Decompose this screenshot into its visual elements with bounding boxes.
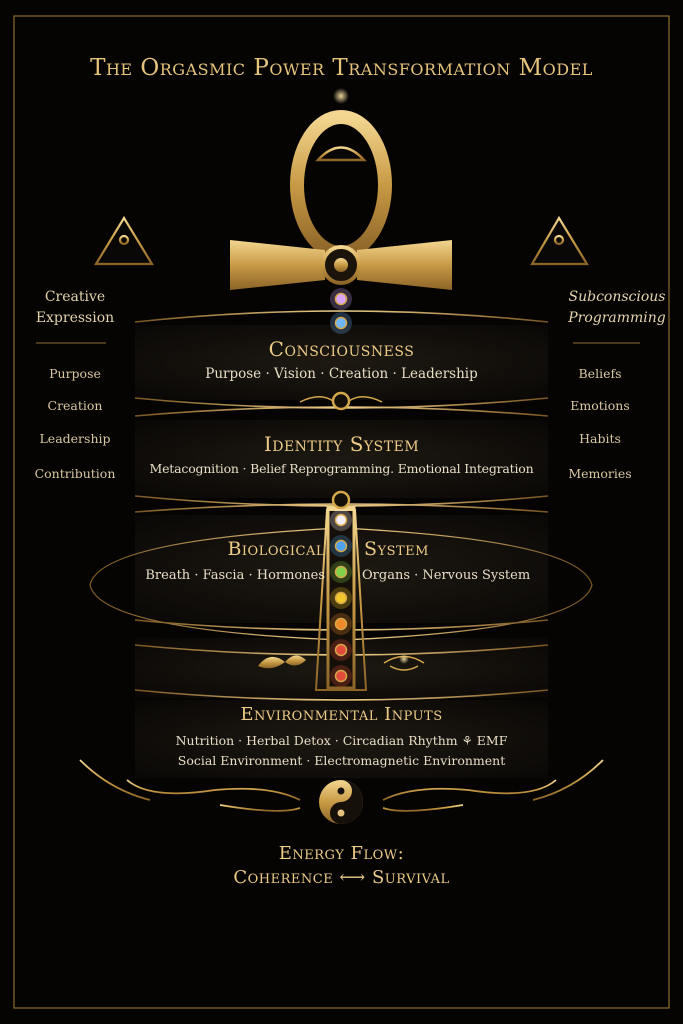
- biological-title-right: System: [364, 538, 429, 560]
- right-heading-line2: Programming: [568, 310, 666, 326]
- energy-flow-value: Coherence ⟷ Survival: [233, 867, 450, 888]
- left-item-creation: Creation: [47, 398, 103, 413]
- identity-title: Identity System: [263, 432, 420, 456]
- environmental-line2: Social Environment · Electromagnetic Env…: [177, 753, 506, 768]
- page-title: The Orgasmic Power Transformation Model: [90, 55, 593, 81]
- bottom-flourish: [79, 759, 604, 812]
- left-column-heading: Creative Expression: [30, 287, 120, 329]
- crown-gem-2: [334, 316, 348, 330]
- right-column-heading: Subconscious Programming: [562, 287, 672, 329]
- divider-emblems: [299, 391, 383, 510]
- biological-subtitle-right: Organs · Nervous System: [362, 568, 531, 583]
- ankh-icon: [230, 110, 452, 290]
- right-item-beliefs: Beliefs: [578, 366, 622, 381]
- chakra-gem-2: [334, 539, 348, 553]
- chakra-gem-7: [334, 669, 348, 683]
- outer-frame: [13, 15, 670, 1009]
- identity-subtitle: Metacognition · Belief Reprogramming. Em…: [149, 461, 534, 476]
- right-item-habits: Habits: [579, 431, 621, 446]
- biological-title-left: Biological: [227, 538, 325, 560]
- right-item-emotions: Emotions: [570, 398, 630, 413]
- crown-gem-1: [334, 292, 348, 306]
- right-item-memories: Memories: [568, 466, 632, 481]
- environmental-title: Environmental Inputs: [240, 704, 443, 725]
- consciousness-subtitle: Purpose · Vision · Creation · Leadership: [205, 366, 478, 382]
- yin-yang-icon: [319, 780, 363, 824]
- left-heading-line1: Creative: [44, 289, 106, 305]
- chakra-gem-4: [334, 591, 348, 605]
- chakra-gem-5: [334, 617, 348, 631]
- environmental-line1: Nutrition · Herbal Detox · Circadian Rhy…: [175, 733, 508, 748]
- right-arrow: [530, 215, 589, 800]
- consciousness-title: Consciousness: [268, 337, 415, 361]
- right-heading-line1: Subconscious: [568, 289, 666, 305]
- energy-flow-label: Energy Flow:: [278, 843, 405, 864]
- left-item-leadership: Leadership: [39, 431, 111, 446]
- left-item-contribution: Contribution: [34, 466, 116, 481]
- left-heading-line2: Expression: [35, 310, 115, 326]
- chakra-gem-6: [334, 643, 348, 657]
- chakra-gem-3: [334, 565, 348, 579]
- left-arrow: [94, 215, 154, 800]
- lotus-icon: [383, 654, 425, 671]
- chakra-column: [330, 288, 352, 687]
- biological-subtitle-left: Breath · Fascia · Hormones: [145, 568, 325, 583]
- chakra-gem-1: [334, 513, 348, 527]
- leaf-icon: [258, 655, 306, 669]
- left-item-purpose: Purpose: [49, 366, 101, 381]
